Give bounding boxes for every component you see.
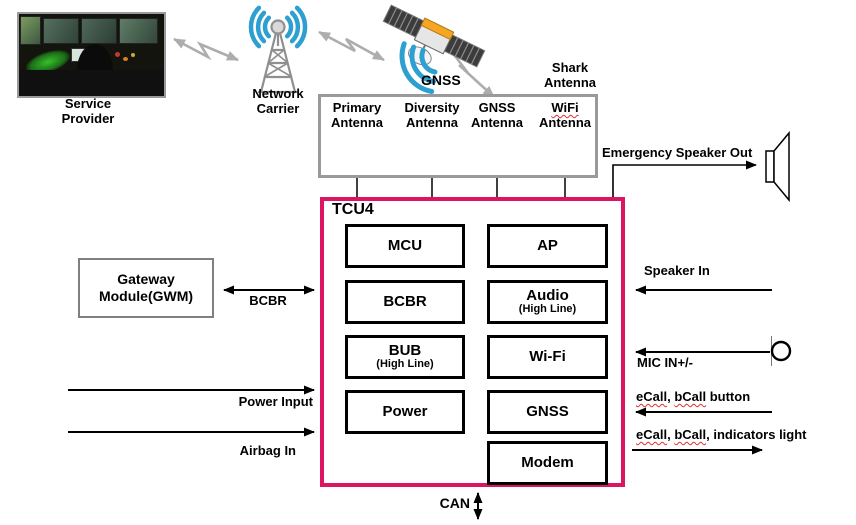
module-gnss: GNSS [487,390,608,434]
module-ap: AP [487,224,608,268]
module-bcbr: BCBR [345,280,465,324]
module-mcu: MCU [345,224,465,268]
module-audio: Audio(High Line) [487,280,608,324]
shark-antenna-label: Shark Antenna [544,60,596,90]
gnss-label: GNSS [421,72,461,88]
ecall-bcall-indicators-label: eCall, bCall, indicators light [636,427,807,442]
bcbr-label: BCBR [249,293,287,308]
service-provider-photo [17,12,166,98]
zigzag-link-carrier-gnss [318,30,385,62]
mic-in-label: MIC IN+/- [637,355,693,370]
network-carrier-label: Network Carrier [252,86,304,116]
module-bub: BUB(High Line) [345,335,465,379]
microphone-icon [770,336,792,366]
cell-tower-icon [258,19,298,94]
airbag-in-label: Airbag In [239,443,296,458]
gnss-signal-waves-icon [399,41,438,94]
carrier-signal-waves-icon [248,5,308,49]
tcu4-box [320,197,625,487]
speaker-in-label: Speaker In [644,263,710,278]
tcu4-title: TCU4 [332,201,374,218]
module-wifi: Wi-Fi [487,335,608,379]
zigzag-link-provider-carrier [173,37,239,62]
emergency-speaker-line [612,160,757,197]
antenna-box [318,94,598,178]
module-modem: Modem [487,441,608,485]
power-input-label: Power Input [238,394,313,409]
service-provider-label: Service Provider [61,96,115,126]
can-label: CAN [439,495,470,511]
zigzag-link-gnss-antenna [450,51,495,98]
ecall-bcall-button-label: eCall, bCall button [636,389,751,404]
speaker-icon [765,130,790,203]
gateway-module-box: Gateway Module(GWM) [78,258,214,318]
emergency-speaker-out-label: Emergency Speaker Out [602,145,753,160]
module-power: Power [345,390,465,434]
